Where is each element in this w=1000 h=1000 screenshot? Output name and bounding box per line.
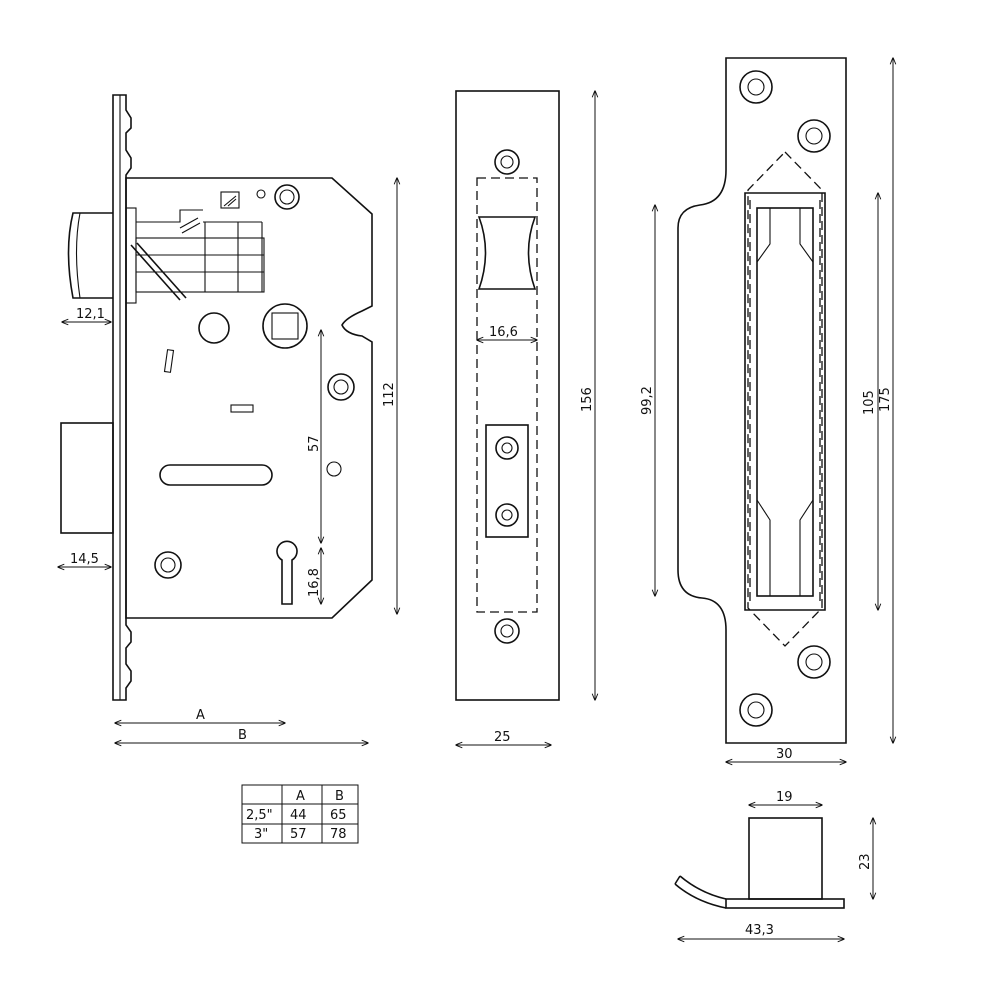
lock-case [125,177,373,619]
dim-112: 112 [382,382,397,407]
spring-dimensions: 19 23 43,3 [678,790,873,939]
dim-12-1: 12,1 [76,307,105,322]
dim-156: 156 [580,387,595,412]
keyhole [276,540,298,605]
table-row-2-a: 57 [290,827,307,842]
latch-bolt [67,212,113,299]
lock-dimensions: 12,1 14,5 57 16,8 112 A B [58,178,397,743]
spring-component [674,817,845,909]
size-table: A B 2,5" 44 65 3" 57 78 [241,784,359,844]
dim-16-8: 16,8 [307,568,322,597]
table-row-2-size: 3" [254,827,268,842]
table-row-2-b: 78 [330,827,347,842]
mortice-lock-body [60,94,373,701]
table-row-1-b: 65 [330,808,347,823]
dim-a: A [196,708,205,723]
table-row-1-size: 2,5" [246,808,273,823]
dim-b: B [238,728,247,743]
dead-bolt [60,422,114,534]
dim-175: 175 [878,387,893,412]
dim-23: 23 [858,853,873,870]
dim-19: 19 [776,790,793,805]
dim-43-3: 43,3 [745,923,774,938]
dim-30: 30 [776,747,793,762]
dim-25: 25 [494,730,511,745]
dim-105: 105 [862,390,877,415]
lock-forend-edge [112,94,132,701]
forend-plate [455,90,560,701]
dim-14-5: 14,5 [70,552,99,567]
strike-plate [677,57,847,744]
table-header-a: A [296,789,305,804]
dim-99-2: 99,2 [640,386,655,415]
dim-57: 57 [307,435,322,452]
table-header-b: B [335,789,344,804]
table-row-1-a: 44 [290,808,307,823]
strike-dimensions: 99,2 105 175 30 [640,58,893,762]
forend-dimensions: 16,6 156 25 [456,91,595,745]
dim-16-6: 16,6 [489,325,518,340]
